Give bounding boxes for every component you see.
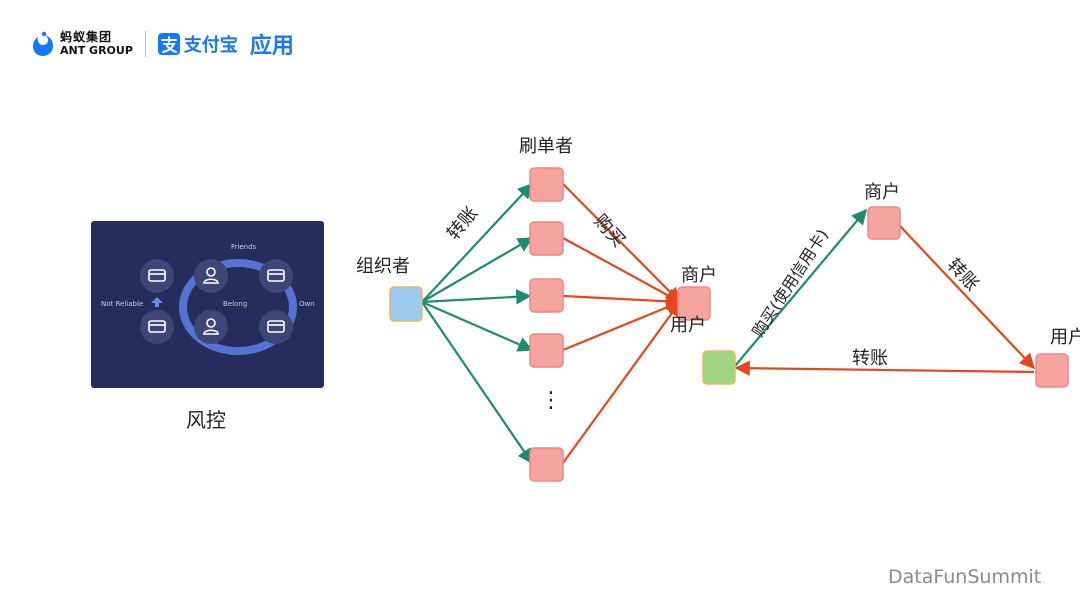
brusher-node-4 bbox=[529, 333, 564, 368]
alipay-name: 支付宝 bbox=[183, 35, 238, 56]
own-label: Own bbox=[299, 300, 315, 308]
brusher-node-2 bbox=[529, 221, 564, 256]
alipay-logo: 支付宝 bbox=[157, 31, 238, 57]
merchant-node-right bbox=[867, 206, 901, 240]
card-node-top-left bbox=[140, 259, 174, 293]
edge-user-user-transfer bbox=[734, 360, 1035, 376]
edge-org-brusher-4 bbox=[421, 300, 534, 352]
edge-user-merchant-buy bbox=[734, 208, 867, 367]
edge-brusher-merchant-2 bbox=[562, 237, 682, 303]
footer-brand: DataFunSummit bbox=[888, 566, 1042, 588]
edge-org-brusher-1 bbox=[421, 182, 534, 303]
merchant-label-right: 商户 bbox=[864, 182, 900, 203]
merchant-label: 商户 bbox=[681, 265, 717, 286]
header-divider bbox=[144, 31, 146, 57]
edge-merchant-user-transfer bbox=[899, 225, 1036, 370]
ant-group-cn: 蚂蚁集团 bbox=[60, 30, 113, 44]
edge-brusher-merchant-5 bbox=[562, 300, 681, 464]
edge-brusher-merchant-3 bbox=[562, 293, 682, 309]
user-label-right: 用户 bbox=[1050, 327, 1080, 348]
edge-label-transfer-bottom: 转账 bbox=[852, 348, 888, 369]
edge-org-brusher-3 bbox=[421, 289, 532, 305]
user-node-left bbox=[702, 350, 736, 385]
edge-brusher-merchant-4 bbox=[562, 300, 682, 352]
user-label-left: 用户 bbox=[670, 315, 706, 336]
ellipsis-label: ⋮ bbox=[540, 388, 562, 413]
risk-control-caption: 风控 bbox=[186, 408, 226, 432]
organizer-node bbox=[389, 286, 423, 322]
not-reliable-label: Not Reliable bbox=[101, 300, 144, 308]
friends-label: Friends bbox=[231, 243, 257, 251]
card-node-top-right bbox=[259, 259, 293, 293]
risk-control-panel: Friends Not Reliable Belong Own bbox=[91, 221, 324, 388]
brusher-node-1 bbox=[529, 167, 564, 202]
alipay-icon bbox=[157, 33, 180, 55]
ant-icon bbox=[33, 31, 53, 56]
user-node-right bbox=[1035, 353, 1069, 388]
brusher-node-5 bbox=[529, 447, 564, 482]
person-node-top bbox=[194, 259, 228, 293]
relationship-graphic bbox=[140, 259, 297, 355]
brusher-node-3 bbox=[529, 278, 564, 313]
arrow-up-icon bbox=[151, 297, 163, 307]
organizer-label: 组织者 bbox=[356, 256, 410, 277]
edge-org-brusher-5 bbox=[421, 301, 533, 465]
brusher-label: 刷单者 bbox=[519, 136, 573, 157]
edge-brusher-merchant-1 bbox=[562, 183, 682, 304]
person-node-bottom bbox=[194, 310, 228, 344]
header: 蚂蚁集团 ANT GROUP 支付宝 应用 bbox=[32, 26, 294, 62]
merchant-node bbox=[677, 286, 711, 321]
card-node-bottom-left bbox=[140, 310, 174, 344]
belong-label: Belong bbox=[223, 300, 248, 308]
edge-org-brusher-2 bbox=[421, 237, 534, 303]
section-title: 应用 bbox=[249, 34, 294, 59]
ant-group-en: ANT GROUP bbox=[60, 44, 133, 57]
ant-group-logo: 蚂蚁集团 ANT GROUP bbox=[32, 31, 133, 57]
card-node-bottom-right bbox=[259, 310, 293, 344]
